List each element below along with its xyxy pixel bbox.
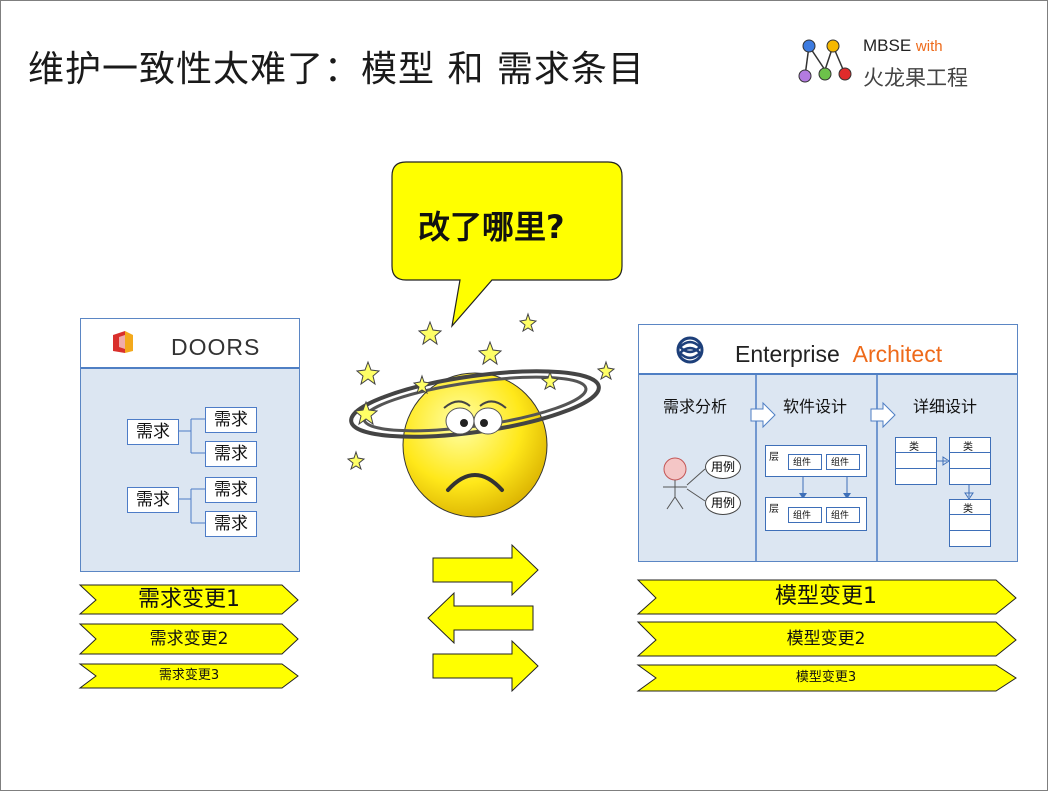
bubble-text: 改了哪里?	[418, 208, 565, 246]
slide-title: 维护一致性太难了：模型 和 需求条目	[28, 49, 645, 90]
right-change-chevron	[636, 621, 1017, 657]
component-box: 组件	[826, 507, 860, 523]
usecase-bubble: 用例	[705, 491, 741, 515]
arrow-right-icon	[432, 639, 539, 693]
usecase-bubble: 用例	[705, 455, 741, 479]
left-change-chevron	[78, 623, 299, 655]
ea-diagram-lines	[663, 375, 974, 561]
doors-panel: DOORS 需求 需求 需求 需求 需求 需求	[80, 318, 300, 572]
left-change-chevron	[78, 584, 299, 615]
left-change-label: 需求变更3	[158, 668, 220, 683]
class-label: 类	[909, 442, 919, 453]
layer-box: 层 组件 组件	[765, 497, 867, 531]
class-box: 类	[949, 499, 991, 547]
layer-label: 层	[769, 452, 779, 463]
requirement-tree-lines	[177, 418, 205, 524]
component-box: 组件	[788, 507, 822, 523]
component-box: 组件	[826, 454, 860, 470]
molecule-logo-icon	[798, 39, 852, 83]
doors-title: DOORS	[171, 334, 261, 360]
left-change-chevron	[78, 663, 299, 689]
left-change-label: 需求变更2	[149, 629, 229, 649]
requirement-item: 需求	[127, 419, 179, 445]
mbse-logo: MBSE with 火龙果工程	[795, 36, 985, 96]
component-box: 组件	[788, 454, 822, 470]
logo-company-text: 火龙果工程	[863, 66, 968, 90]
requirement-item: 需求	[205, 441, 257, 467]
component-label: 组件	[793, 511, 812, 521]
ea-column-software-design: 软件设计	[783, 397, 848, 416]
requirement-item: 需求	[127, 487, 179, 513]
arrow-left-icon	[427, 591, 534, 645]
doors-app-icon	[113, 331, 133, 353]
component-label: 组件	[831, 458, 850, 468]
right-change-chevron	[636, 579, 1017, 615]
logo-mbse-text: MBSE with	[863, 36, 943, 55]
class-box: 类	[949, 437, 991, 485]
ea-header: Enterprise Architect	[639, 325, 1017, 375]
requirement-item: 需求	[205, 477, 257, 503]
ea-column-requirements-analysis: 需求分析	[663, 397, 728, 416]
dizzy-face-icon	[346, 312, 616, 518]
class-label: 类	[963, 504, 973, 515]
right-change-chevron	[636, 664, 1017, 692]
class-box: 类	[895, 437, 937, 485]
left-change-label: 需求变更1	[138, 587, 240, 612]
ea-app-icon	[676, 336, 704, 364]
layer-label: 层	[769, 504, 779, 515]
component-label: 组件	[831, 511, 850, 521]
right-change-label: 模型变更3	[795, 670, 857, 685]
component-label: 组件	[793, 458, 812, 468]
ea-column-detailed-design: 详细设计	[913, 397, 978, 416]
class-label: 类	[963, 442, 973, 453]
requirement-item: 需求	[205, 511, 257, 537]
ea-panel: Enterprise Architect 需求分析 软件设计 详细设计 用例 用…	[638, 324, 1018, 562]
ea-title: Enterprise Architect	[735, 341, 943, 367]
right-change-label: 模型变更2	[786, 629, 866, 649]
doors-header: DOORS	[81, 319, 299, 369]
requirement-item: 需求	[205, 407, 257, 433]
right-change-label: 模型变更1	[775, 584, 877, 609]
layer-box: 层 组件 组件	[765, 445, 867, 477]
arrow-right-icon	[432, 543, 539, 597]
